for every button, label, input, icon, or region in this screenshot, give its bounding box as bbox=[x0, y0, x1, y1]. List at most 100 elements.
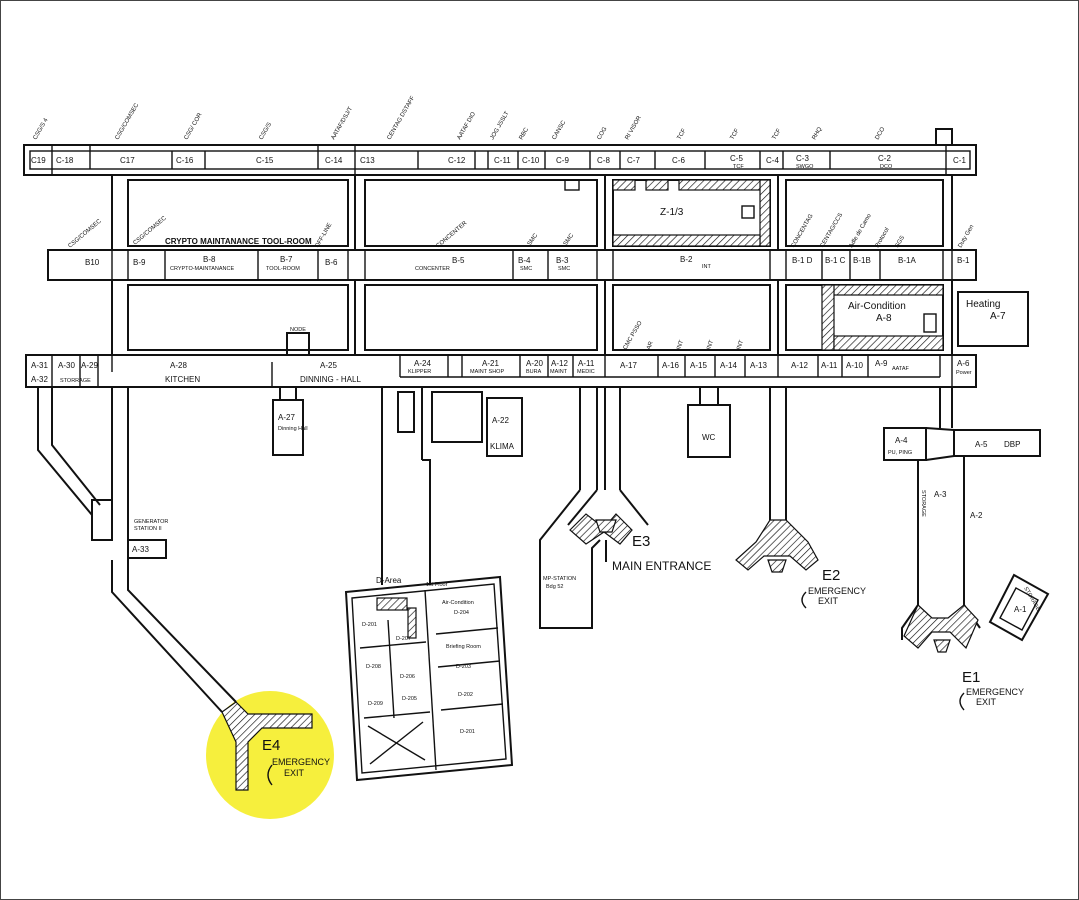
room-d203: D-203 bbox=[456, 664, 471, 670]
room-a30-sub: STORRAGE bbox=[60, 378, 91, 384]
room-a3: A-3 bbox=[934, 490, 947, 499]
top-label: RBC bbox=[519, 126, 531, 141]
a-diag-labels: CMC PSSO AR INT INT INT bbox=[623, 320, 746, 351]
room-a22-sub: KLIMA bbox=[490, 442, 515, 451]
room-b10: B10 bbox=[85, 258, 100, 267]
room-a14: A-14 bbox=[720, 361, 737, 370]
e3-label: MAIN ENTRANCE bbox=[612, 559, 711, 573]
top-label: CENTAG DSTAFF bbox=[387, 95, 417, 141]
room-a25-sub: DINNING - HALL bbox=[300, 375, 361, 384]
room-c18: C-18 bbox=[56, 156, 74, 165]
b-diag-label: OFF-LINE bbox=[315, 222, 334, 249]
room-b4: B-4 bbox=[518, 256, 531, 265]
a-diag-label: CMC PSSO bbox=[623, 320, 644, 351]
room-a25: A-25 bbox=[320, 361, 337, 370]
a-diag-label: INT bbox=[676, 339, 685, 350]
b-diag-label: Duty Gen bbox=[958, 224, 976, 249]
room-b2: B-2 bbox=[680, 255, 693, 264]
e2-line1: EMERGENCY bbox=[808, 586, 866, 596]
a7-title: Heating bbox=[966, 299, 1000, 310]
a-row-labels: A-31 A-32 A-30 STORRAGE A-29 A-28 KITCHE… bbox=[31, 359, 972, 384]
room-a5: A-5 bbox=[975, 440, 988, 449]
room-c4: C-4 bbox=[766, 156, 779, 165]
room-d206: D-206 bbox=[400, 674, 415, 680]
room-b3-sub: SMC bbox=[558, 266, 570, 272]
b-diag-label: SGS bbox=[895, 235, 907, 249]
room-a12b: A-12 bbox=[551, 359, 568, 368]
room-a6: A-6 bbox=[957, 359, 970, 368]
node-label: NODE bbox=[290, 327, 306, 333]
top-label: RHQ bbox=[812, 126, 824, 141]
room-d208: D-208 bbox=[366, 664, 381, 670]
b-diag-label: SMC bbox=[527, 232, 540, 247]
top-label: TCF bbox=[730, 128, 741, 141]
room-a30: A-30 bbox=[58, 361, 75, 370]
room-b3: B-3 bbox=[556, 256, 569, 265]
top-label: TCF bbox=[772, 128, 783, 141]
e1-line2: EXIT bbox=[976, 697, 997, 707]
room-a20-sub: BURA bbox=[526, 369, 542, 375]
a-diag-label: INT bbox=[706, 339, 715, 350]
room-c5: C-5 bbox=[730, 154, 743, 163]
room-c10: C-10 bbox=[522, 156, 540, 165]
room-c13: C13 bbox=[360, 156, 375, 165]
room-c6: C-6 bbox=[672, 156, 685, 165]
room-d207: D-207 bbox=[396, 636, 411, 642]
room-a24-sub: KLIPPER bbox=[408, 369, 431, 375]
room-b8-sub: CRYPTO-MAINTANANCE bbox=[170, 266, 235, 272]
room-a16: A-16 bbox=[662, 361, 679, 370]
a-diag-label: INT bbox=[736, 339, 745, 350]
room-c12: C-12 bbox=[448, 156, 466, 165]
top-label: CSG/S 4 bbox=[33, 117, 50, 141]
room-a10: A-10 bbox=[846, 361, 863, 370]
e4-line2: EXIT bbox=[284, 768, 305, 778]
room-a27-sub: Dinning Hall bbox=[278, 426, 308, 432]
room-a33: A-33 bbox=[132, 545, 149, 554]
room-a27: A-27 bbox=[278, 413, 295, 422]
top-label: CANSC bbox=[552, 119, 568, 141]
a7-code: A-7 bbox=[990, 311, 1006, 322]
e2-code: E2 bbox=[822, 567, 840, 584]
room-b4-sub: SMC bbox=[520, 266, 532, 272]
b-diag-label: CONCENTAG bbox=[791, 213, 815, 249]
room-a9-sub: AATAF bbox=[892, 366, 910, 372]
room-a6-sub: Power bbox=[956, 370, 972, 376]
room-d203-sub: Briefing Room bbox=[446, 644, 481, 650]
room-c17: C17 bbox=[120, 156, 135, 165]
c-row-corridor bbox=[23, 128, 977, 176]
room-a32: A-32 bbox=[31, 375, 48, 384]
room-a12: A-12 bbox=[791, 361, 808, 370]
b-row-labels: B10 B-9 B-8 CRYPTO-MAINTANANCE B-7 TOOL-… bbox=[85, 255, 970, 272]
room-c14: C-14 bbox=[325, 156, 343, 165]
room-b1b: B-1B bbox=[853, 256, 871, 265]
room-c8: C-8 bbox=[597, 156, 610, 165]
room-c19: C19 bbox=[31, 156, 46, 165]
room-c1: C-1 bbox=[953, 156, 966, 165]
room-c16: C-16 bbox=[176, 156, 194, 165]
generator-line1: GENERATOR bbox=[134, 519, 168, 525]
b-diag-label: Adle de Camo bbox=[849, 212, 874, 249]
room-c2: C-2 bbox=[878, 154, 891, 163]
room-d202: D-202 bbox=[458, 692, 473, 698]
top-label: COG bbox=[597, 126, 609, 141]
room-b1: B-1 bbox=[957, 256, 970, 265]
room-a24: A-24 bbox=[414, 359, 431, 368]
room-b9: B-9 bbox=[133, 258, 146, 267]
room-a22: A-22 bbox=[492, 416, 509, 425]
mp-station-line2: Bdg 52 bbox=[546, 584, 563, 590]
room-a11b-sub: MEDIC bbox=[577, 369, 595, 375]
a-diag-label: AR bbox=[646, 340, 655, 351]
b-row-corridor bbox=[47, 249, 977, 281]
room-c11: C-11 bbox=[494, 156, 511, 165]
room-a31: A-31 bbox=[31, 361, 48, 370]
room-b5-sub: CONCENTER bbox=[415, 266, 450, 272]
room-c3-sub: SWGO bbox=[796, 164, 814, 170]
room-d204: D-204 bbox=[454, 610, 469, 616]
room-a20: A-20 bbox=[526, 359, 543, 368]
room-b7: B-7 bbox=[280, 255, 293, 264]
e2-tunnel bbox=[735, 387, 819, 573]
d-area-entry: 1st Floor bbox=[426, 582, 448, 588]
top-label: JOG JSSLT bbox=[490, 110, 511, 141]
room-a11b: A-11 bbox=[578, 359, 595, 368]
